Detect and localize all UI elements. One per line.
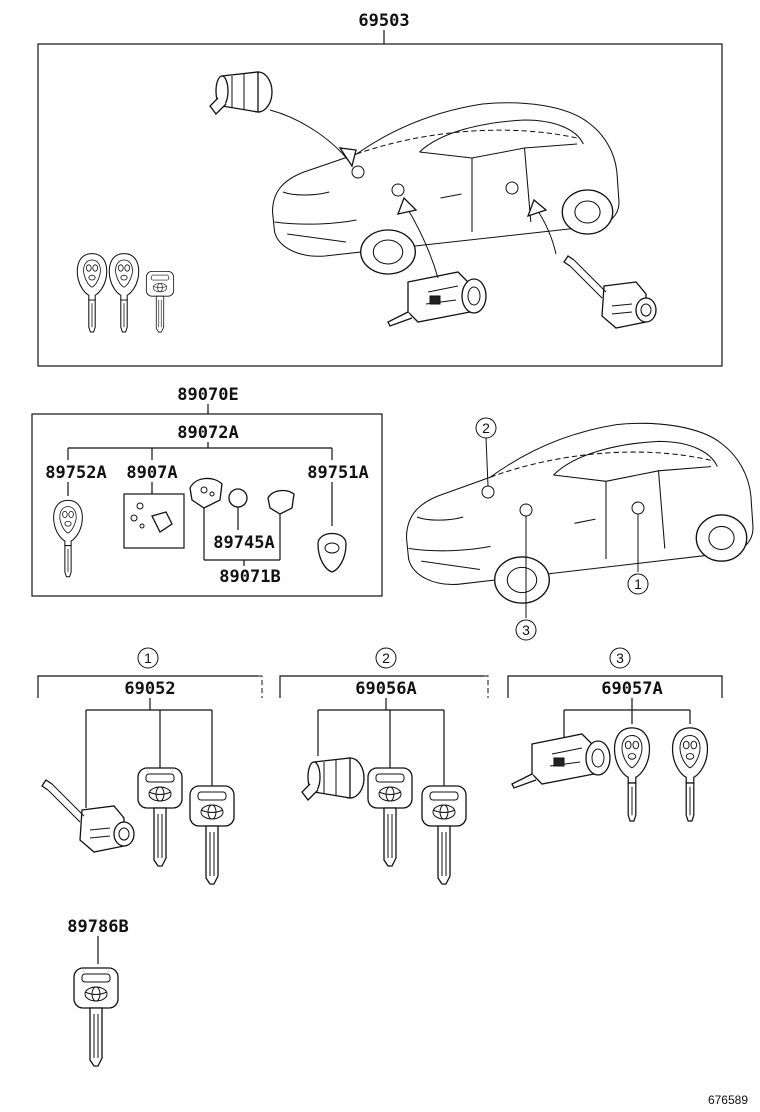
ignition-lock bbox=[387, 271, 487, 327]
label-69057A: 69057A bbox=[601, 679, 662, 699]
fob-key-69057A-b bbox=[671, 727, 709, 822]
screw-kit-box bbox=[123, 493, 185, 549]
callout-3 bbox=[609, 647, 631, 669]
car-illustration-callout bbox=[405, 422, 754, 604]
svg-text:1: 1 bbox=[634, 576, 642, 592]
set-69057A: 3 69057A bbox=[507, 647, 723, 822]
fob-key-1 bbox=[76, 253, 108, 333]
box-69503 bbox=[37, 43, 723, 367]
callout-3-car bbox=[515, 619, 537, 641]
car-illustration-top bbox=[271, 102, 620, 275]
svg-text:2: 2 bbox=[482, 420, 490, 436]
fob-key-69057A-a bbox=[613, 727, 651, 822]
label-89786B: 89786B bbox=[67, 917, 128, 937]
svg-text:3: 3 bbox=[522, 622, 530, 638]
set-69052: 1 69052 bbox=[37, 647, 263, 885]
callout-2 bbox=[375, 647, 397, 669]
plain-key bbox=[145, 270, 175, 333]
label-89751A: 89751A bbox=[307, 463, 368, 483]
ignition-69057A bbox=[511, 733, 611, 789]
label-89070E: 89070E bbox=[177, 385, 238, 405]
callout-1 bbox=[137, 647, 159, 669]
key-69056A-b bbox=[421, 785, 467, 885]
key-69052-a bbox=[137, 767, 183, 867]
key-89786B bbox=[73, 967, 119, 1067]
label-69503: 69503 bbox=[358, 11, 409, 31]
svg-text:1: 1 bbox=[144, 650, 152, 666]
door-lock-cylinder bbox=[563, 255, 657, 329]
glovebox-lock-cylinder bbox=[209, 71, 273, 115]
set-69056A: 2 69056A bbox=[279, 647, 489, 885]
set-69503: 69503 bbox=[37, 11, 723, 367]
label-69056A: 69056A bbox=[355, 679, 416, 699]
callout-car: 2 3 1 bbox=[405, 417, 754, 641]
svg-text:2: 2 bbox=[382, 650, 390, 666]
battery bbox=[228, 488, 248, 508]
fob-key-2 bbox=[108, 253, 140, 333]
transmitter-cover bbox=[267, 489, 295, 515]
label-89071B: 89071B bbox=[219, 567, 280, 587]
label-89752A: 89752A bbox=[45, 463, 106, 483]
key-69056A-a bbox=[367, 767, 413, 867]
box-89070E bbox=[31, 413, 383, 597]
callout-1-car bbox=[627, 573, 649, 595]
set-89786B: 89786B bbox=[67, 917, 129, 1067]
door-lock-69052 bbox=[41, 779, 135, 853]
key-69052-b bbox=[189, 785, 235, 885]
reference-number: 676589 bbox=[708, 1093, 748, 1107]
fob-key-89752A bbox=[53, 499, 83, 578]
label-69052: 69052 bbox=[124, 679, 175, 699]
set-89070E: 89070E 89072A 89752A 8907A 89751A 89745A… bbox=[31, 385, 383, 597]
label-89072A: 89072A bbox=[177, 423, 238, 443]
svg-text:3: 3 bbox=[616, 650, 624, 666]
label-89745A: 89745A bbox=[213, 533, 274, 553]
transmitter-case bbox=[189, 477, 223, 509]
label-8907A: 8907A bbox=[126, 463, 177, 483]
cylinder-69056A bbox=[301, 757, 365, 801]
